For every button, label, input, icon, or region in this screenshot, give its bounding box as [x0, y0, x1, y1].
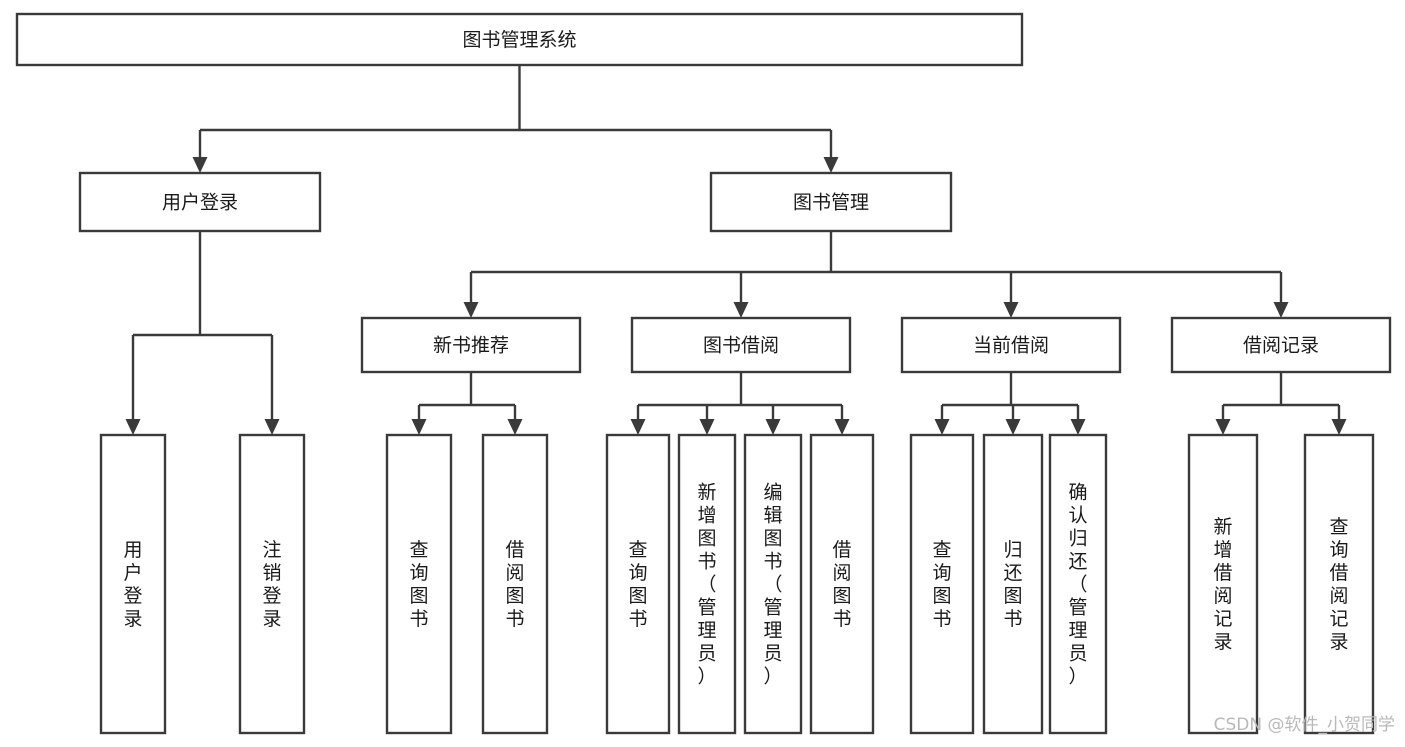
arrow-head [1331, 419, 1347, 435]
node-leaf-8[interactable]: 查询图书 [909, 433, 975, 735]
node-label: 用户登录 [123, 539, 142, 630]
node-label: 注销登录 [262, 539, 281, 630]
node-label: 借阅图书 [505, 539, 524, 630]
arrow-head [699, 419, 715, 435]
node-box [1048, 433, 1108, 735]
arrow-head [264, 419, 280, 435]
node-box [15, 12, 1024, 67]
node-box [743, 433, 803, 735]
arrow-head [507, 419, 523, 435]
arrow-head [733, 302, 749, 318]
node-box [1303, 433, 1375, 735]
node-box [1187, 433, 1259, 735]
node-leaf-2[interactable]: 查询图书 [385, 433, 453, 735]
node-label: 图书借阅 [703, 335, 779, 357]
arrow-head [125, 419, 141, 435]
node-box [99, 433, 167, 735]
node-l3-2[interactable]: 当前借阅 [900, 316, 1122, 374]
arrow-head [1215, 419, 1231, 435]
arrow-head [765, 419, 781, 435]
arrow-head [1070, 419, 1086, 435]
arrow-head [1003, 302, 1019, 318]
node-l2-1[interactable]: 图书管理 [709, 171, 953, 233]
node-label: 新增借阅记录 [1213, 516, 1232, 653]
node-leaf-6[interactable]: 编辑图书（管理员） [743, 433, 803, 735]
node-leaf-12[interactable]: 查询借阅记录 [1303, 433, 1375, 735]
node-l2-0[interactable]: 用户登录 [78, 171, 322, 233]
node-box [605, 433, 671, 735]
node-leaf-0[interactable]: 用户登录 [99, 433, 167, 735]
node-box [809, 433, 875, 735]
node-label: 当前借阅 [973, 335, 1049, 357]
node-leaf-1[interactable]: 注销登录 [238, 433, 306, 735]
node-leaf-9[interactable]: 归还图书 [982, 433, 1044, 735]
node-label: 查询图书 [628, 539, 647, 630]
node-box [1170, 316, 1392, 374]
node-label: 图书管理系统 [462, 29, 576, 51]
arrow-head [192, 157, 208, 173]
node-box [481, 433, 549, 735]
node-l3-3[interactable]: 借阅记录 [1170, 316, 1392, 374]
node-box [709, 171, 953, 233]
node-box [360, 316, 582, 374]
node-box [238, 433, 306, 735]
node-label: 图书管理 [793, 192, 869, 214]
arrow-head [834, 419, 850, 435]
connector-layer [125, 65, 1347, 435]
arrow-head [1005, 419, 1021, 435]
node-leaf-7[interactable]: 借阅图书 [809, 433, 875, 735]
node-box [900, 316, 1122, 374]
node-layer: 图书管理系统用户登录图书管理新书推荐图书借阅当前借阅借阅记录用户登录注销登录查询… [15, 12, 1392, 735]
node-box [78, 171, 322, 233]
node-leaf-5[interactable]: 新增图书（管理员） [677, 433, 737, 735]
node-label: 借阅记录 [1243, 335, 1319, 357]
arrow-head [630, 419, 646, 435]
node-leaf-10[interactable]: 确认归还（管理员） [1048, 433, 1108, 735]
node-box [677, 433, 737, 735]
node-box [630, 316, 852, 374]
node-box [982, 433, 1044, 735]
node-label: 用户登录 [162, 192, 238, 214]
node-leaf-3[interactable]: 借阅图书 [481, 433, 549, 735]
arrow-head [463, 302, 479, 318]
node-l3-1[interactable]: 图书借阅 [630, 316, 852, 374]
node-box [385, 433, 453, 735]
arrow-head [823, 157, 839, 173]
node-label: 新增图书（管理员） [697, 481, 716, 687]
node-label: 查询图书 [932, 539, 951, 630]
arrow-head [934, 419, 950, 435]
node-label: 查询借阅记录 [1329, 516, 1348, 653]
node-label: 查询图书 [409, 539, 428, 630]
node-l3-0[interactable]: 新书推荐 [360, 316, 582, 374]
node-box [909, 433, 975, 735]
node-leaf-4[interactable]: 查询图书 [605, 433, 671, 735]
node-label: 借阅图书 [832, 539, 851, 630]
arrow-head [411, 419, 427, 435]
node-root-0[interactable]: 图书管理系统 [15, 12, 1024, 67]
node-leaf-11[interactable]: 新增借阅记录 [1187, 433, 1259, 735]
arrow-head [1273, 302, 1289, 318]
csdn-watermark: CSDN @软件_小贺同学 [1214, 715, 1395, 735]
node-label: 编辑图书（管理员） [763, 481, 782, 687]
node-label: 归还图书 [1003, 539, 1022, 630]
node-label: 新书推荐 [433, 335, 509, 357]
node-label: 确认归还（管理员） [1068, 481, 1087, 687]
